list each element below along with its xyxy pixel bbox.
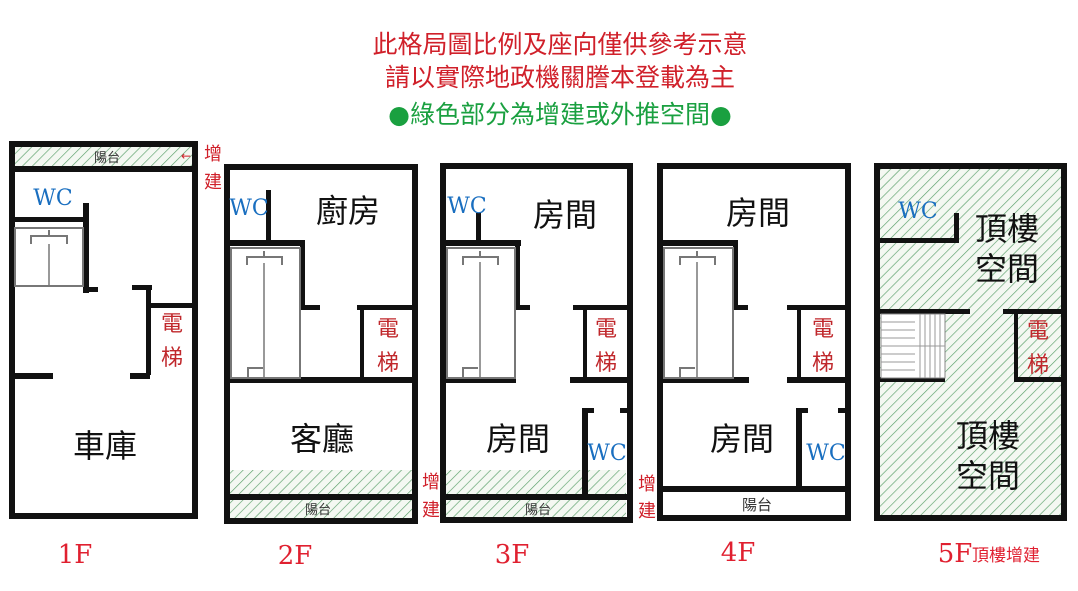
floor-5f-plan: WC 頂樓 空間 電 梯 頂樓 空間 5F 頂樓增建: [874, 163, 1067, 569]
wc-label: WC: [898, 199, 937, 224]
elevator-label-2: 梯: [595, 351, 617, 376]
elevator-label-1: 電: [1027, 319, 1049, 344]
room-label: 房間: [726, 194, 790, 232]
elevator-label-2: 梯: [161, 346, 183, 371]
attic-label-2: 空間: [956, 457, 1020, 495]
elevator-label-2: 梯: [377, 351, 399, 376]
floor-label: 1F: [58, 540, 93, 570]
elevator-label-2: 梯: [812, 351, 834, 376]
staircase: [446, 247, 516, 379]
balcony-label: 陽台: [525, 503, 551, 518]
arrow-icon: ←: [181, 149, 191, 163]
kitchen-label: 廚房: [316, 192, 380, 230]
extension-label-1: 增: [638, 474, 656, 495]
notice-line-1: 此格局圖比例及座向僅供參考示意: [372, 30, 748, 59]
garage-label: 車庫: [73, 427, 137, 465]
elevator-label-2: 梯: [1027, 353, 1049, 378]
wc-label: WC: [806, 441, 845, 466]
floor-label: 4F: [721, 538, 756, 568]
elevator-label-1: 電: [812, 317, 834, 342]
balcony-label: 陽台: [742, 496, 772, 514]
elevator-label-1: 電: [377, 317, 399, 342]
wc-label: WC: [33, 186, 72, 211]
extension-label-1: 增: [422, 472, 440, 493]
attic-label-1: 頂樓: [975, 210, 1039, 248]
elevator-label-1: 電: [161, 312, 183, 337]
living-room-label: 客廳: [290, 420, 354, 458]
floor-1f-plan: 陽台 WC 電 梯 車庫 ← 增 建 1F: [9, 141, 222, 570]
attic-label-2: 空間: [975, 250, 1039, 288]
notice-line-2: 請以實際地政機關謄本登載為主: [384, 63, 735, 92]
extension-label-2: 建: [638, 501, 656, 522]
floor-2f-plan: WC 廚房 電 梯 客廳 陽台 增 建 2F: [224, 164, 440, 571]
attic-label-1: 頂樓: [956, 417, 1020, 455]
extension-label-2: 建: [204, 172, 222, 193]
floor-3f-plan: WC 房間 電 梯 房間 WC 陽台 增 建 3F: [440, 163, 656, 570]
notice-line-3: ●綠色部分為增建或外推空間●: [388, 100, 732, 129]
wc-label: WC: [587, 441, 626, 466]
extension-label-1: 增: [204, 144, 222, 165]
wc-label: WC: [229, 196, 268, 221]
floor-label: 3F: [495, 540, 530, 570]
room-label: 房間: [710, 420, 774, 458]
balcony-label: 陽台: [305, 503, 331, 518]
floor-note: 頂樓增建: [972, 546, 1040, 566]
staircase: [663, 247, 734, 379]
staircase: [14, 227, 84, 287]
balcony-label: 陽台: [94, 151, 120, 166]
floor-label: 5F: [938, 539, 973, 569]
room-label: 房間: [533, 196, 597, 234]
room-label: 房間: [486, 420, 550, 458]
floor-label: 2F: [278, 541, 313, 571]
wc-label: WC: [447, 194, 486, 219]
extension-label-2: 建: [422, 500, 440, 521]
staircase: [230, 247, 301, 379]
elevator-label-1: 電: [595, 317, 617, 342]
staircase: [880, 313, 946, 379]
floor-4f-plan: 房間 電 梯 房間 WC 陽台 4F: [657, 163, 851, 568]
extension-hatch: [13, 147, 193, 167]
